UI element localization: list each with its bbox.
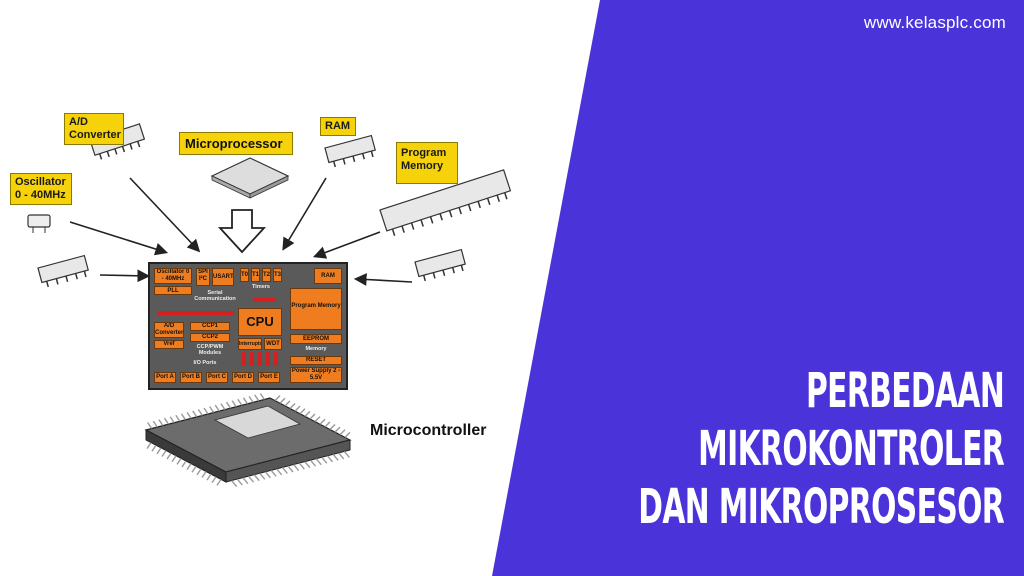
block-usart: USART — [212, 268, 234, 286]
ram-chip — [324, 134, 376, 168]
block-port-e: Port E — [258, 372, 280, 383]
microprocessor-chip — [210, 157, 290, 199]
oscillator-chip — [27, 214, 51, 233]
label-oscillator: Oscillator 0 - 40MHz — [10, 173, 72, 205]
caption-ccp: CCP/PWM Modules — [196, 344, 224, 356]
accent-panel — [492, 0, 1024, 576]
io-chip-right — [414, 248, 466, 282]
label-ad-converter: A/D Converter — [64, 113, 124, 145]
site-url[interactable]: www.kelasplc.com — [863, 13, 1006, 32]
caption-io: I/O Ports — [193, 360, 217, 366]
block-wdt: WDT — [264, 338, 282, 350]
program-memory-chip — [379, 169, 512, 236]
bus-arrow-vertical — [242, 352, 278, 366]
block-spi: SPI I²C — [196, 268, 210, 286]
bus-arrow-horizontal — [158, 311, 234, 315]
headline: PERBEDAAN MIKROKONTROLER DAN MIKROPROSES… — [414, 362, 1004, 536]
label-microcontroller: Microcontroller — [370, 422, 487, 439]
chip-die: Oscillator 0 - 40MHz PLL SPI I²C USART T… — [148, 262, 348, 390]
headline-line-1: PERBEDAAN — [805, 363, 1005, 419]
block-interrupts: Interrupts — [238, 338, 262, 350]
block-port-c: Port C — [206, 372, 228, 383]
block-ram: RAM — [314, 268, 342, 284]
down-arrow — [217, 209, 267, 254]
block-pll: PLL — [154, 286, 192, 295]
connection-arrows — [69, 177, 413, 286]
headline-line-2: MIKROKONTROLER — [698, 421, 1005, 477]
block-ccp1: CCP1 — [190, 322, 230, 331]
caption-memory: Memory — [305, 346, 327, 352]
block-program-memory: Program Memory — [290, 288, 342, 330]
block-port-a: Port A — [154, 372, 176, 383]
block-ad: A/D Converter — [154, 322, 184, 338]
label-microprocessor: Microprocessor — [179, 132, 293, 155]
block-ccp2: CCP2 — [190, 333, 230, 342]
block-t2: T2 — [262, 268, 271, 282]
microcontroller-package — [144, 393, 352, 487]
block-port-b: Port B — [180, 372, 202, 383]
block-eeprom: EEPROM — [290, 334, 342, 344]
block-t0: T0 — [240, 268, 249, 282]
caption-serial: Serial Communication — [194, 290, 236, 302]
block-t3: T3 — [273, 268, 282, 282]
block-power: Power Supply 2 - 5.5V — [290, 367, 342, 383]
caption-timers: Timers — [252, 284, 270, 290]
label-program-memory: Program Memory — [396, 142, 458, 184]
bus-arrow-timers — [254, 298, 276, 302]
block-vref: Vref — [154, 340, 184, 349]
block-port-d: Port D — [232, 372, 254, 383]
headline-line-3: DAN MIKROPROSESOR — [638, 479, 1004, 535]
label-ram: RAM — [320, 117, 356, 136]
block-reset: RESET — [290, 356, 342, 365]
block-t1: T1 — [251, 268, 260, 282]
block-oscillator: Oscillator 0 - 40MHz — [154, 268, 192, 284]
io-chip-left — [37, 254, 89, 288]
block-cpu: CPU — [238, 308, 282, 336]
